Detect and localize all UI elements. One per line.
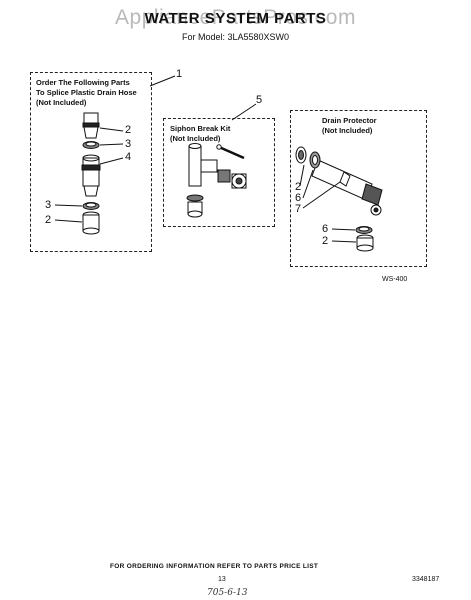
drain-label-line1: Drain Protector [322,116,377,125]
ordering-note: FOR ORDERING INFORMATION REFER TO PARTS … [110,563,319,570]
siphon-fitting-right [217,169,247,189]
diagram-code: WS-400 [382,276,408,283]
drain-gasket-bottom [355,226,373,234]
drain-ring-2 [309,151,321,169]
drain-protector-box [290,110,427,267]
hose-connector-middle [81,154,101,197]
siphon-fitting-bottom [186,194,204,218]
watermark-text: AppliancePartsPros.com [115,6,356,29]
callout-2-bottom: 2 [45,214,52,226]
drain-fitting-bottom [356,234,374,252]
siphon-label-line1: Siphon Break Kit [170,124,231,133]
callout-drain-6-bottom: 6 [322,223,329,235]
hose-connector-bottom [82,211,100,235]
model-number: For Model: 3LA5580XSW0 [181,32,290,42]
hose-clamp-bottom [82,202,100,210]
siphon-break-kit-label: Siphon Break Kit (Not Included) [170,124,230,144]
leader-5 [231,103,257,121]
hose-clamp-top [82,141,100,149]
order-parts-label: Order The Following Parts To Splice Plas… [36,78,137,108]
callout-4: 4 [125,151,132,163]
order-parts-label-line3: (Not Included) [36,98,87,107]
siphon-break-kit-box [163,118,275,227]
drain-label-line2: (Not Included) [322,126,373,135]
callout-1: 1 [176,68,183,80]
callout-drain-7: 7 [295,203,302,215]
page-number: 13 [218,576,226,583]
callout-drain-6-top: 6 [295,192,302,204]
siphon-pin [216,144,245,160]
callout-3-bottom: 3 [45,199,52,211]
callout-2-top: 2 [125,124,132,136]
handwritten-note: 705-6-13 [207,588,248,598]
leader-1 [149,75,176,87]
page-title: WATER SYSTEM PARTS [144,10,327,27]
part-number: 3348187 [412,576,440,583]
drain-protector-body [311,159,383,216]
order-parts-label-line1: Order The Following Parts [36,78,130,87]
order-parts-box [30,72,152,252]
siphon-label-line2: (Not Included) [170,134,221,143]
callout-drain-2-bottom: 2 [322,235,329,247]
drain-protector-label: Drain Protector (Not Included) [322,116,377,136]
callout-3-top: 3 [125,138,132,150]
siphon-tee [188,143,218,187]
callout-drain-2-top: 2 [295,181,302,193]
callout-5: 5 [256,94,263,106]
drain-ring-1 [295,146,307,164]
hose-connector-top [82,112,100,139]
order-parts-label-line2: To Splice Plastic Drain Hose [36,88,137,97]
